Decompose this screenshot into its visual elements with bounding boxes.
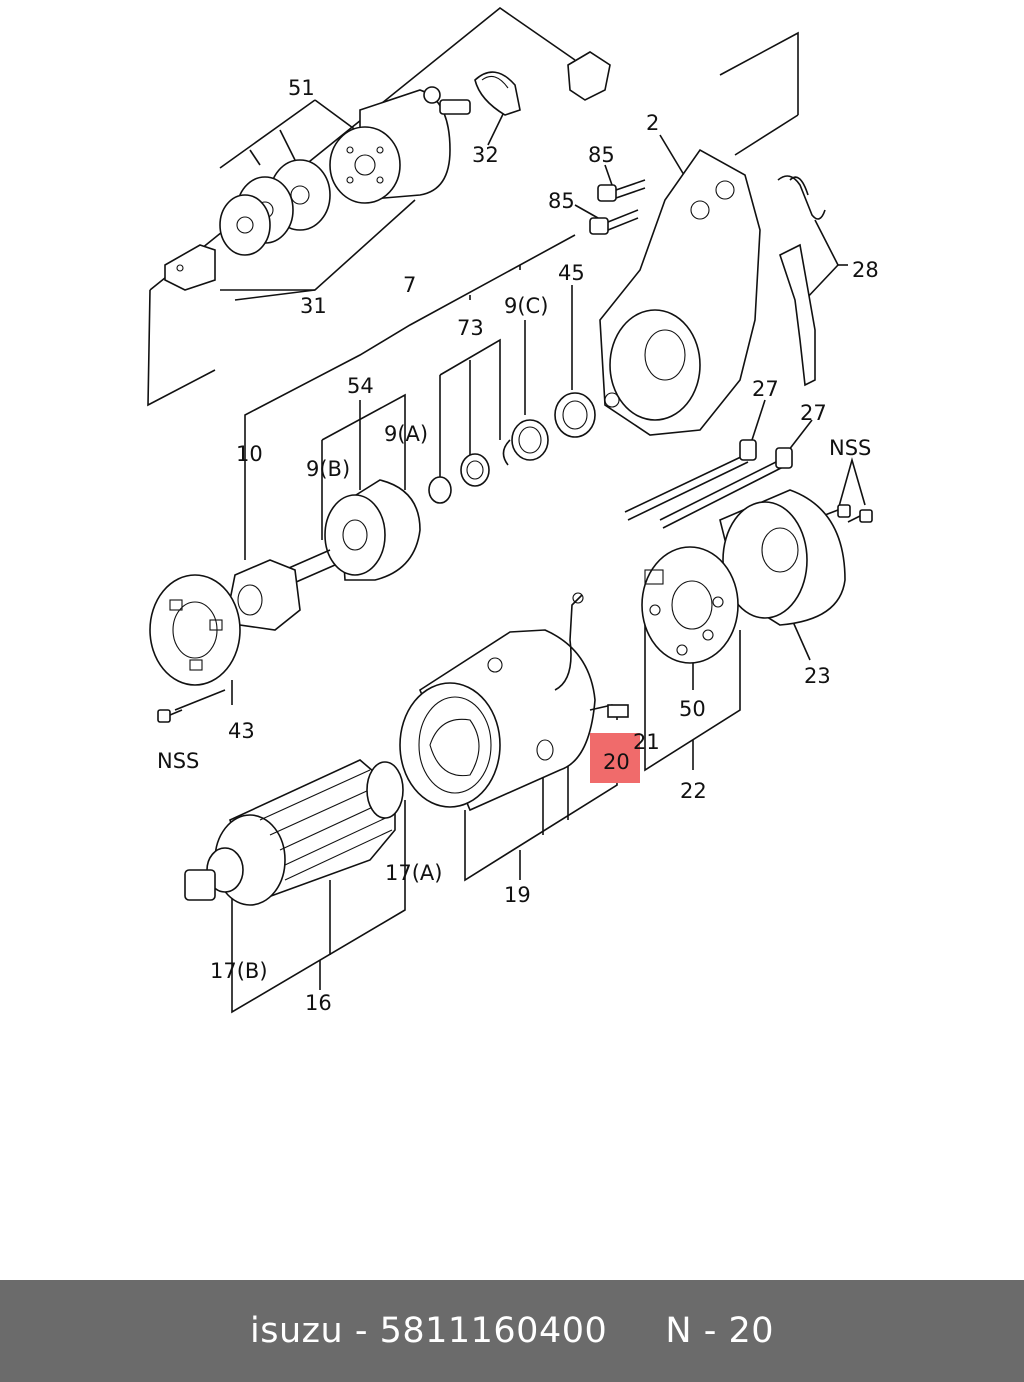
callout-27b: 27: [800, 401, 827, 425]
part-drive-housing: [599, 148, 761, 436]
callout-10: 10: [236, 442, 263, 466]
part-pinion: [229, 559, 301, 631]
part-plate: [149, 574, 241, 686]
callout-21: 21: [633, 730, 660, 754]
callout-17b: 17(B): [210, 959, 268, 983]
callout-54: 54: [347, 374, 374, 398]
callout-23: 23: [804, 664, 831, 688]
callout-labels: 51 32 2 85 85 28 31 7 45 9(C) 73 54 9(A)…: [157, 76, 879, 1015]
callout-9c: 9(C): [504, 294, 548, 318]
callout-19: 19: [504, 883, 531, 907]
part-clip: [567, 51, 611, 101]
part-number-footer: isuzu - 5811160400 N - 20: [0, 1280, 1024, 1382]
part-clutch: [249, 479, 421, 601]
part-lever: [777, 175, 826, 387]
callout-nss-right: NSS: [829, 436, 871, 460]
callout-31: 31: [300, 294, 327, 318]
part-yoke: [399, 592, 629, 812]
part-armature: [184, 759, 404, 906]
callout-17a: 17(A): [385, 861, 442, 885]
part-boot: [474, 71, 521, 116]
callout-16: 16: [305, 991, 332, 1015]
callout-20: 20: [603, 750, 630, 774]
callout-22: 22: [680, 779, 707, 803]
callout-27a: 27: [752, 377, 779, 401]
highlight-box-20: [590, 733, 640, 783]
part-brush-holder: [641, 546, 739, 664]
callout-2: 2: [646, 111, 659, 135]
callout-9a: 9(A): [384, 422, 428, 446]
footer-text: isuzu - 5811160400 N - 20: [250, 1311, 774, 1351]
starter-exploded-diagram: 51 32 2 85 85 28 31 7 45 9(C) 73 54 9(A)…: [147, 7, 879, 1015]
callout-50: 50: [679, 697, 706, 721]
part-plunger: [164, 244, 216, 291]
callout-45: 45: [558, 261, 585, 285]
callout-9b: 9(B): [306, 457, 350, 481]
callout-85b: 85: [548, 189, 575, 213]
callout-85a: 85: [588, 143, 615, 167]
callout-32: 32: [472, 143, 499, 167]
callout-43: 43: [228, 719, 255, 743]
part-solenoid: [219, 86, 471, 256]
leader-lines: [147, 7, 866, 1014]
part-screws-nss-right: [824, 504, 873, 523]
part-rear-cover: [719, 489, 846, 626]
part-bushings: [428, 392, 596, 504]
callout-73: 73: [457, 316, 484, 340]
callout-28: 28: [852, 258, 879, 282]
callout-51: 51: [288, 76, 315, 100]
part-bolts-85: [589, 179, 646, 235]
callout-nss-left: NSS: [157, 749, 199, 773]
part-screw-nss-left: [157, 709, 183, 723]
part-through-bolts: [624, 439, 793, 529]
callout-7: 7: [403, 273, 416, 297]
